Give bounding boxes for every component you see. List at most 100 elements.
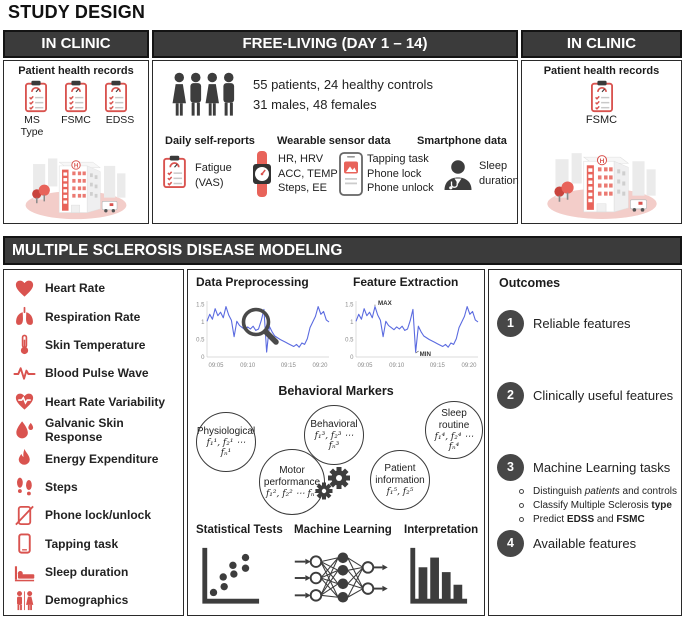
wearable-line: ACC, TEMP [278, 167, 338, 180]
heart-icon [15, 280, 34, 297]
sensor-label: Phone lock/unlock [45, 508, 152, 523]
sensor-label: Steps [45, 479, 78, 494]
svg-text:0: 0 [201, 355, 205, 361]
sleep-line: Sleep [479, 160, 508, 172]
clipboard-icon [590, 80, 613, 113]
people-group-icon [172, 72, 235, 116]
sensor-row: Respiration Rate [4, 302, 183, 330]
sensor-row: Demographics [4, 586, 183, 614]
phone-icon [18, 533, 31, 554]
clinic-left-title: Patient health records [18, 65, 134, 77]
thermometer-icon [20, 335, 29, 355]
free-living-panel: 55 patients, 24 healthy controls 31 male… [152, 60, 519, 224]
outcome-number-badge: 3 [497, 454, 524, 481]
ml-task-bullet: Distinguish patients and controls [519, 486, 677, 497]
scatter-plot-icon [202, 547, 260, 604]
outcomes-panel: Outcomes 1 Reliable features 2 Clinicall… [488, 269, 682, 616]
clipboard-icon [163, 155, 186, 189]
sensor-label: Demographics [45, 593, 129, 608]
smartphone-line: Phone lock [367, 167, 422, 180]
smartwatch-icon [252, 151, 272, 197]
svg-text:1.5: 1.5 [196, 303, 205, 309]
svg-text:09:10: 09:10 [389, 363, 405, 369]
smartphone-title: Smartphone data [417, 135, 507, 147]
clinic-right-header: IN CLINIC [521, 30, 682, 58]
svg-text:0.5: 0.5 [196, 338, 205, 344]
footsteps-icon [17, 478, 32, 496]
sensor-label: Energy Expenditure [45, 451, 159, 466]
svg-text:1: 1 [350, 320, 354, 326]
fatigue-line: (VAS) [195, 176, 224, 189]
outcome-label: Clinically useful features [533, 388, 674, 403]
daily-self-reports-title: Daily self-reports [165, 135, 255, 147]
sensor-row: Energy Expenditure [4, 444, 183, 472]
phone-slash-icon [15, 505, 34, 526]
bullet-ring-icon [519, 489, 524, 494]
sensor-label: Tapping task [45, 536, 119, 551]
sensors-panel: Heart Rate Respiration Rate Skin Tempera… [3, 269, 184, 616]
svg-text:MAX: MAX [378, 300, 393, 307]
outcome-number-badge: 2 [497, 382, 524, 409]
sensor-label: Galvanic Skin Response [45, 416, 124, 445]
record-label: EDSS [105, 114, 135, 126]
neural-network-icon [294, 552, 388, 603]
cohort-line-1: 55 patients, 24 healthy controls [253, 77, 433, 92]
outcome-number-badge: 4 [497, 530, 524, 557]
record-label: FSMC [61, 114, 91, 126]
svg-text:1.5: 1.5 [345, 303, 354, 309]
svg-text:09:20: 09:20 [312, 363, 328, 369]
outcomes-title: Outcomes [499, 276, 561, 290]
sensor-row: Heart Rate [4, 274, 183, 302]
sensor-label: Respiration Rate [45, 309, 141, 324]
modeling-header: MULTIPLE SCLEROSIS DISEASE MODELING [3, 236, 682, 265]
outcome-number-badge: 1 [497, 310, 524, 337]
droplets-icon [16, 421, 34, 438]
svg-text:1: 1 [201, 320, 205, 326]
clinic-right-panel: Patient health records FSMC [521, 60, 682, 224]
extraction-title: Feature Extraction [353, 275, 459, 289]
bed-icon [14, 565, 35, 581]
lungs-icon [16, 306, 33, 326]
clipboard-icon [24, 80, 48, 113]
heart-pulse-icon [15, 393, 34, 410]
sleep-routine-circle: Sleep routine f₁⁴, f₂⁴ ⋯ fₙ⁴ [425, 401, 483, 459]
magnifier-icon [241, 307, 279, 345]
interpretation-title: Interpretation [404, 524, 479, 536]
flame-icon [18, 448, 30, 465]
clipboard-icon [64, 80, 88, 113]
behavioral-markers-title: Behavioral Markers [278, 384, 394, 398]
sensor-row: Galvanic Skin Response [4, 416, 183, 444]
wearable-title: Wearable sensor data [277, 135, 391, 147]
outcome-label: Machine Learning tasks [533, 460, 671, 475]
pipeline-panel: Data Preprocessing Feature Extraction 0 0… [187, 269, 485, 616]
preprocessing-title: Data Preprocessing [196, 275, 309, 289]
bullet-ring-icon [519, 517, 524, 522]
stats-title: Statistical Tests [196, 524, 283, 536]
physiological-circle: Physiological f₁¹, f₂¹ ⋯ fₙ¹ [196, 412, 256, 472]
smartphone-line: Tapping task [367, 153, 429, 165]
sensor-label: Heart Rate Variability [45, 394, 166, 409]
svg-text:09:20: 09:20 [461, 363, 477, 369]
svg-text:0.5: 0.5 [345, 338, 354, 344]
clinic-left-header: IN CLINIC [3, 30, 149, 58]
doctor-icon [443, 159, 473, 191]
patient-information-circle: Patient information f₁⁵, f₂⁵ [370, 450, 430, 510]
sensor-row: Tapping task [4, 530, 183, 558]
sensor-row: Steps [4, 473, 183, 501]
cohort-line-2: 31 males, 48 females [253, 97, 377, 112]
outcome-label: Reliable features [533, 316, 631, 331]
svg-text:09:15: 09:15 [430, 363, 446, 369]
hospital-illustration [25, 157, 127, 220]
ml-title: Machine Learning [294, 524, 392, 536]
sensor-label: Heart Rate [45, 281, 106, 296]
svg-text:09:05: 09:05 [357, 363, 373, 369]
man-woman-icon [17, 591, 34, 611]
outcome-label: Available features [533, 536, 637, 551]
svg-text:MIN: MIN [420, 351, 432, 358]
clipboard-icon [104, 80, 128, 113]
record-label: MS Type [20, 114, 44, 139]
wearable-line: HR, HRV [278, 153, 324, 165]
gears-icon [315, 467, 350, 500]
record-label: FSMC [585, 114, 618, 126]
